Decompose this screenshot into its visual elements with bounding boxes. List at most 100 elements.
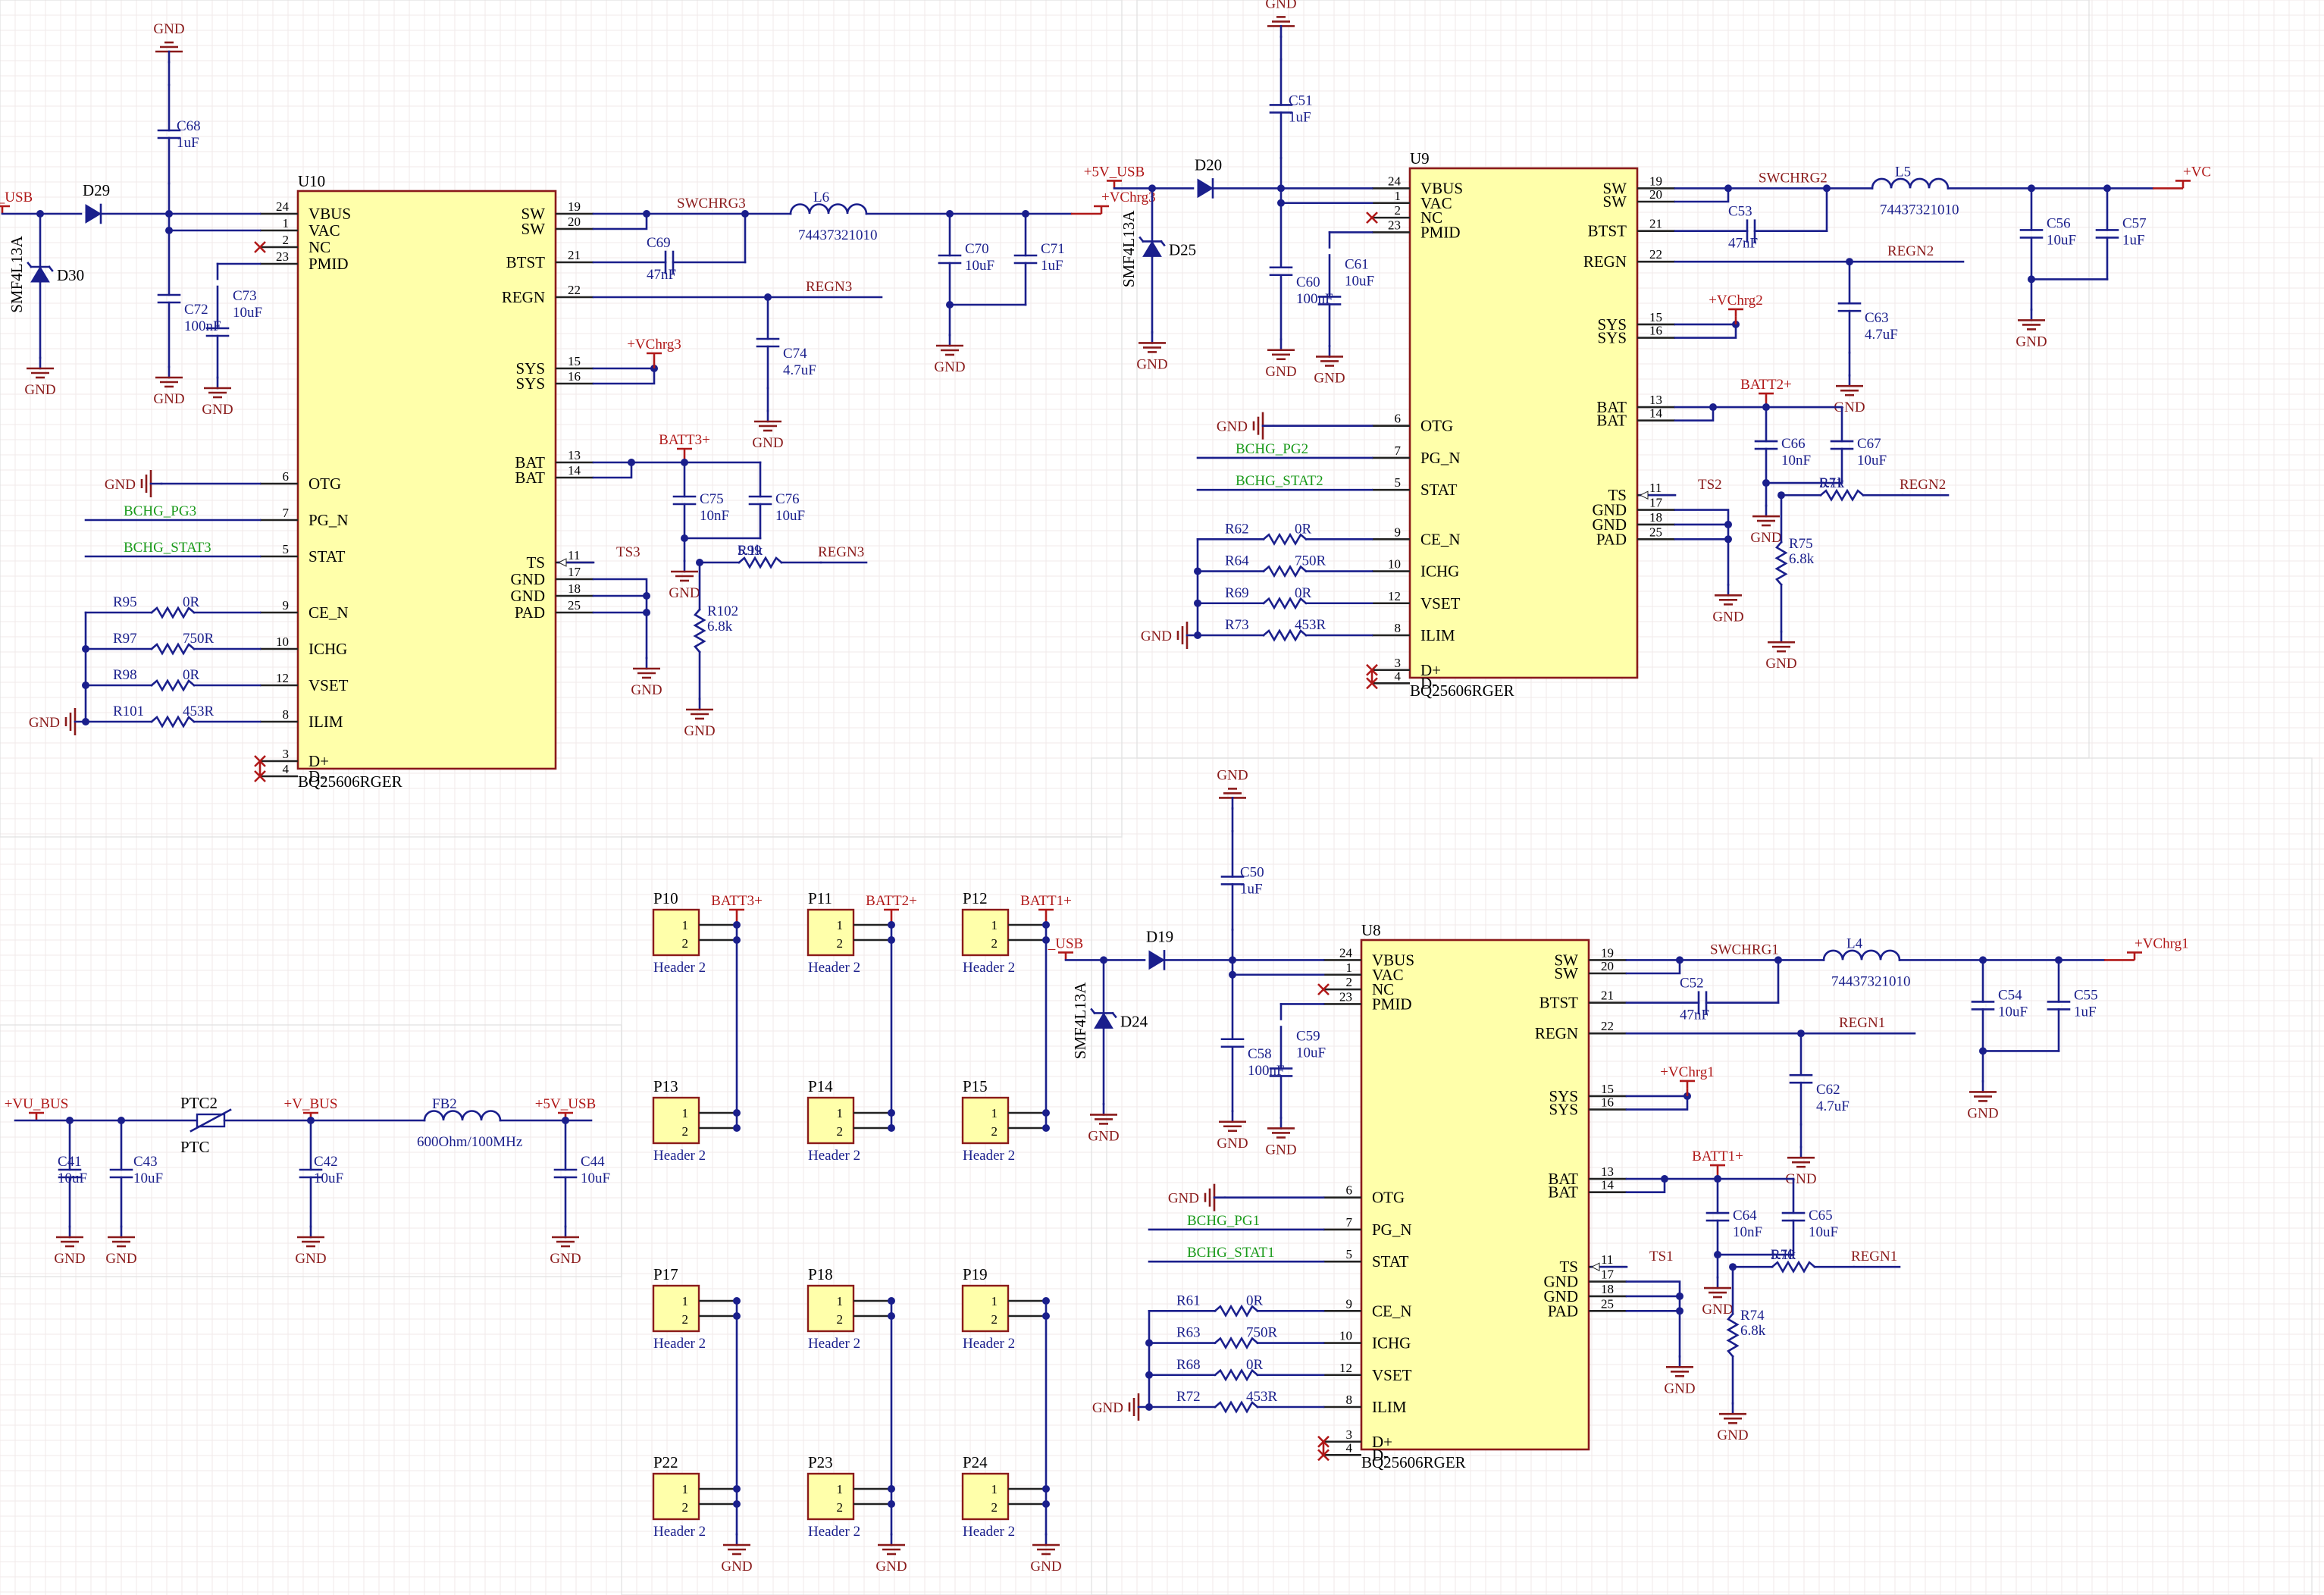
ground-label: GND xyxy=(1088,1128,1119,1144)
ground-label: GND xyxy=(1265,364,1296,380)
pin-name: TS xyxy=(1559,1258,1578,1276)
pin-number: 6 xyxy=(1395,412,1402,426)
component-ref: R102 xyxy=(707,603,738,619)
pin-name: GND xyxy=(1544,1273,1579,1291)
pin-name: GND xyxy=(1544,1287,1579,1305)
component-ref: C67 xyxy=(1857,436,1881,452)
component-ref: R75 xyxy=(1789,536,1813,552)
tvs-diode-icon xyxy=(1090,1007,1096,1015)
header-part: Header 2 xyxy=(653,1148,706,1164)
component-value: 10nF xyxy=(700,508,729,524)
component-value: 0R xyxy=(183,594,200,610)
ground-label: GND xyxy=(1217,1136,1248,1152)
component-ref: C63 xyxy=(1865,310,1889,326)
header-body xyxy=(961,908,1010,957)
tvs-diode-icon xyxy=(1094,1012,1113,1029)
wire xyxy=(592,367,656,385)
junction-dot xyxy=(1724,184,1732,193)
pin-number: 2 xyxy=(1395,203,1402,218)
net-label: SWCHRG1 xyxy=(1710,942,1779,957)
component-ref: D25 xyxy=(1169,240,1196,259)
pin-number: 14 xyxy=(1601,1178,1615,1192)
ground-label: GND xyxy=(752,435,783,451)
component-value: 10uF xyxy=(314,1170,343,1186)
pin-number: 13 xyxy=(1601,1164,1614,1179)
component-value: 10uF xyxy=(1296,1045,1326,1061)
pin-number: 15 xyxy=(1601,1082,1614,1096)
pin-number: 15 xyxy=(1649,310,1662,324)
net-label: TS1 xyxy=(1649,1249,1674,1264)
resistor-icon xyxy=(738,556,783,569)
header-pin: 2 xyxy=(991,1500,998,1515)
pin-number: 11 xyxy=(568,548,580,562)
pin-name: D+ xyxy=(1420,661,1441,679)
wire xyxy=(1674,187,1730,203)
component-part: SMF4L13A xyxy=(1120,210,1138,287)
pin-name: SYS xyxy=(515,359,545,378)
pin-number: 12 xyxy=(1388,589,1401,603)
pin-number: 4 xyxy=(1395,669,1402,683)
chip-part: BQ25606RGER xyxy=(1410,682,1514,700)
header-part: Header 2 xyxy=(653,1336,706,1352)
header-pin: 1 xyxy=(837,1106,844,1120)
pin-number: 4 xyxy=(1346,1440,1353,1455)
net-label: REGN2 xyxy=(1887,243,1934,259)
pin-name: ICHG xyxy=(309,640,347,658)
resistor-icon xyxy=(1214,1336,1259,1350)
pin-name: VSET xyxy=(309,676,349,694)
pin-number: 19 xyxy=(1649,174,1662,188)
charger-3-block: U10BQ25606RGERVBUS24VAC1NC2PMID23OTG6PG_… xyxy=(0,21,1156,791)
pin-name: SW xyxy=(1555,951,1579,969)
pin-number: 24 xyxy=(1388,174,1402,188)
component-part: SMF4L13A xyxy=(8,235,26,312)
component-ref: C62 xyxy=(1816,1082,1840,1098)
ground-label: GND xyxy=(1141,628,1172,644)
component-value: 47nF xyxy=(647,267,676,283)
ground-label: GND xyxy=(1717,1427,1748,1443)
power-net-label: +V_BUS xyxy=(284,1096,338,1112)
header-pin: 2 xyxy=(837,936,844,951)
net-label: TS2 xyxy=(1698,477,1722,493)
pin-name: SW xyxy=(521,220,546,238)
ground-label: GND xyxy=(684,723,715,739)
component-value: 1uF xyxy=(1289,109,1311,125)
component-value: 1uF xyxy=(2122,232,2145,248)
junction-dot xyxy=(1823,184,1831,193)
net-label: SWCHRG2 xyxy=(1759,170,1828,186)
pin-name: NC xyxy=(309,238,330,256)
pin-number: 25 xyxy=(568,598,581,613)
junction-dot xyxy=(643,210,650,218)
header-body xyxy=(652,1284,700,1333)
pin-number: 23 xyxy=(276,249,289,264)
component-value: 10uF xyxy=(233,305,262,321)
ground-label: GND xyxy=(1265,1142,1296,1158)
pin-number: 9 xyxy=(1395,525,1402,539)
pin-name: SW xyxy=(1555,964,1579,982)
pin-number: 25 xyxy=(1649,525,1662,539)
charger-1-block: U8BQ25606RGERVBUS24VAC1NC2PMID23OTG6PG_N… xyxy=(1048,767,2189,1471)
component-ref: D30 xyxy=(57,266,84,284)
pin-number: 22 xyxy=(1649,247,1662,262)
component-ref: C71 xyxy=(1041,241,1065,257)
header-pin: 1 xyxy=(682,1482,689,1496)
pin-name: ICHG xyxy=(1420,562,1459,581)
component-ref: C73 xyxy=(233,288,257,304)
pin-number: 19 xyxy=(1601,945,1614,960)
pin-number: 25 xyxy=(1601,1296,1614,1311)
pin-name: CE_N xyxy=(1420,530,1461,548)
pin-number: 5 xyxy=(1395,475,1402,490)
pin-number: 23 xyxy=(1388,218,1401,232)
power-net-label: +VChrg1 xyxy=(2135,935,2189,951)
pin-number: 17 xyxy=(1601,1268,1615,1282)
resistor-icon xyxy=(150,642,196,656)
diode-icon xyxy=(85,204,102,224)
header-pin: 2 xyxy=(682,1500,689,1515)
pin-name: SYS xyxy=(515,374,545,393)
power-net-label: +VChrg3 xyxy=(1101,190,1156,205)
resistor-icon xyxy=(693,608,706,653)
resistor-icon xyxy=(1262,628,1308,642)
junction-dot xyxy=(628,459,635,466)
ground-label: GND xyxy=(1217,419,1248,435)
resistor-icon xyxy=(1726,1312,1740,1358)
component-ref: C61 xyxy=(1345,256,1369,272)
